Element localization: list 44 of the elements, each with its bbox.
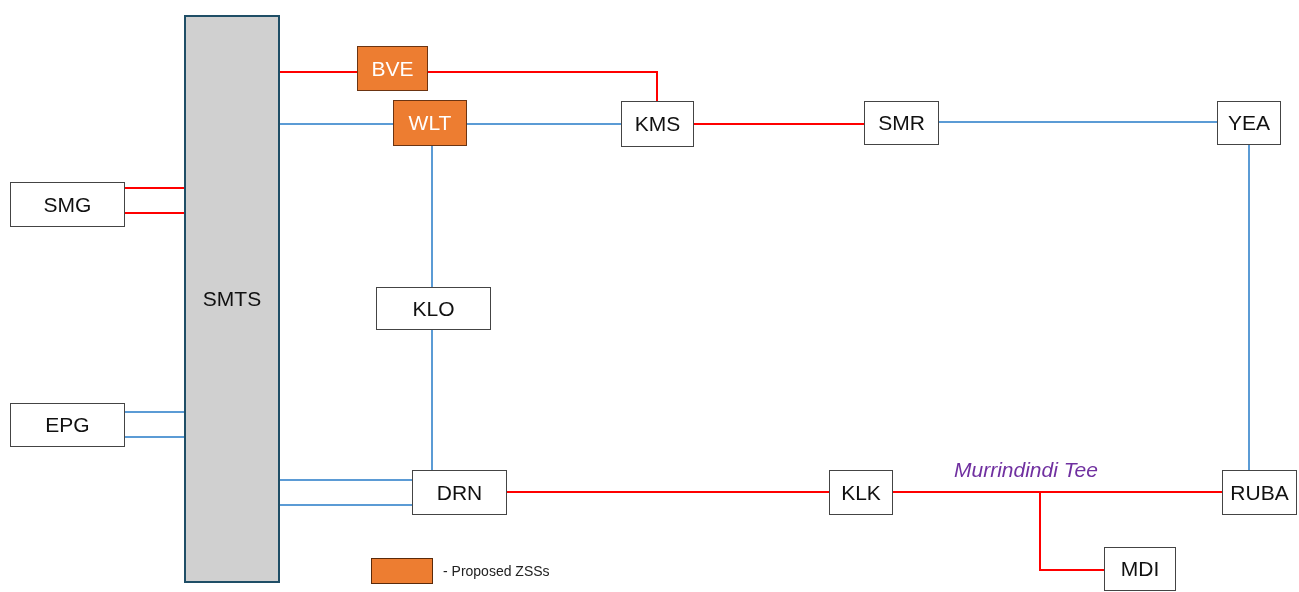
node-label: EPG <box>45 413 90 437</box>
node-label: RUBA <box>1230 480 1289 505</box>
connector-line <box>427 71 658 102</box>
substation-box <box>829 470 893 515</box>
node-label: SMTS <box>202 287 262 311</box>
node-label: SMG <box>43 192 92 217</box>
node-label: KMS <box>634 112 681 136</box>
connector-line <box>431 329 433 471</box>
substation-box <box>1104 547 1176 591</box>
substation-box <box>412 470 507 515</box>
substation-box <box>376 287 491 330</box>
connector-line <box>279 123 394 125</box>
legend-text: - Proposed ZSSs <box>443 563 550 579</box>
connector-line <box>1248 144 1250 471</box>
node-label: SMR <box>878 111 925 135</box>
connector-line <box>124 411 185 413</box>
connector-line <box>1039 491 1223 571</box>
substation-box <box>393 100 467 146</box>
connector-line <box>124 436 185 438</box>
connector-line <box>938 121 1218 123</box>
substation-box <box>10 403 125 447</box>
busbar-block <box>184 15 280 583</box>
node-label: YEA <box>1228 111 1270 135</box>
node-label: DRN <box>436 480 483 505</box>
connector-line <box>431 145 433 288</box>
connector-line <box>124 187 185 189</box>
substation-box <box>864 101 939 145</box>
connector-line <box>693 123 865 125</box>
node-label: WLT <box>408 111 452 135</box>
substation-box <box>10 182 125 227</box>
connector-line <box>124 212 185 214</box>
connector-line <box>279 479 413 481</box>
node-label: KLO <box>412 296 455 321</box>
substation-box <box>357 46 428 91</box>
node-label: BVE <box>371 56 414 81</box>
substation-box <box>621 101 694 147</box>
node-label: KLK <box>841 480 881 505</box>
connector-line <box>279 71 358 73</box>
connector-line <box>506 491 830 493</box>
node-label: MDI <box>1120 557 1160 581</box>
connector-line <box>466 123 622 125</box>
substation-box <box>1217 101 1281 145</box>
connector-line <box>279 504 413 506</box>
substation-box <box>1222 470 1297 515</box>
